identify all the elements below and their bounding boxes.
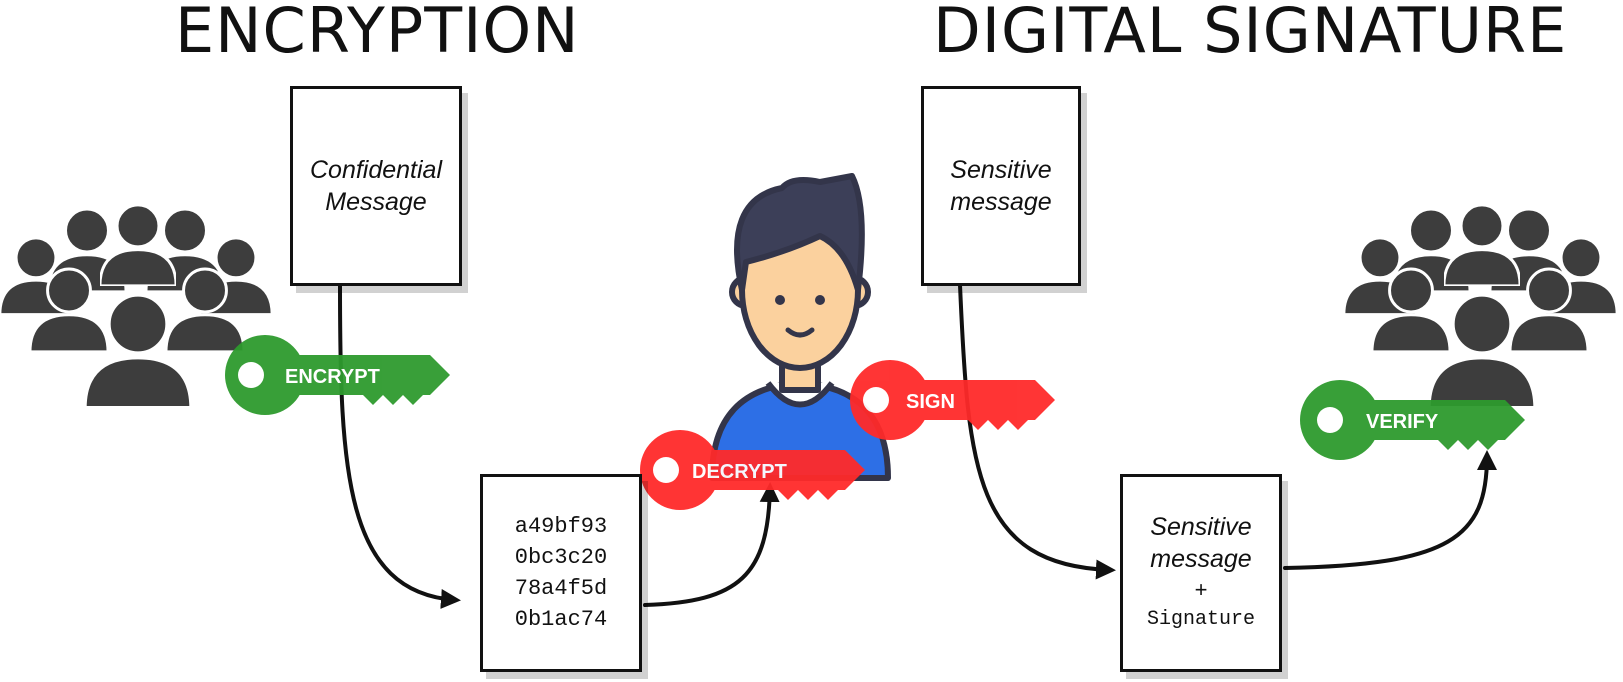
encryption-title: ENCRYPTION: [175, 0, 580, 67]
ciphertext-document: a49bf93 0bc3c20 78a4f5d 0b1ac74: [480, 474, 642, 672]
sign-key-icon: SIGN: [850, 360, 1055, 440]
signed-message-line-1: Sensitive: [1150, 513, 1252, 541]
sensitive-message-document: Sensitive message: [921, 86, 1081, 286]
ciphertext-line-2: 0bc3c20: [514, 545, 608, 570]
confidential-message-document: Confidential Message: [290, 86, 462, 286]
verify-key-icon: VERIFY: [1300, 380, 1525, 460]
confidential-message-line-1: Confidential: [309, 156, 443, 184]
ciphertext-line-4: 0b1ac74: [514, 607, 608, 632]
decrypt-key-icon: DECRYPT: [640, 430, 865, 510]
person-icon: [709, 173, 891, 481]
crowd-icon-right: [1344, 203, 1617, 408]
arrow-sign: [958, 283, 1116, 580]
encrypt-key-icon: ENCRYPT: [225, 335, 450, 415]
ciphertext-line-3: 78a4f5d: [514, 576, 608, 601]
encrypt-key-label: ENCRYPT: [285, 366, 380, 388]
signed-message-line-2: message: [1150, 545, 1252, 573]
arrow-encrypt: [338, 283, 461, 609]
digital-signature-title: DIGITAL SIGNATURE: [933, 0, 1568, 67]
sign-key-label: SIGN: [906, 391, 955, 413]
arrow-decrypt: [643, 482, 780, 607]
plus-sign: +: [1194, 577, 1208, 602]
confidential-message-line-2: Message: [325, 188, 427, 216]
sensitive-message-line-1: Sensitive: [950, 156, 1052, 184]
signature-label: Signature: [1146, 608, 1256, 631]
signed-message-document: Sensitive message + Signature: [1120, 474, 1282, 672]
verify-key-label: VERIFY: [1366, 411, 1439, 433]
decrypt-key-label: DECRYPT: [692, 461, 787, 483]
arrow-verify: [1283, 450, 1497, 570]
ciphertext-line-1: a49bf93: [514, 514, 608, 539]
sensitive-message-line-2: message: [950, 188, 1052, 216]
